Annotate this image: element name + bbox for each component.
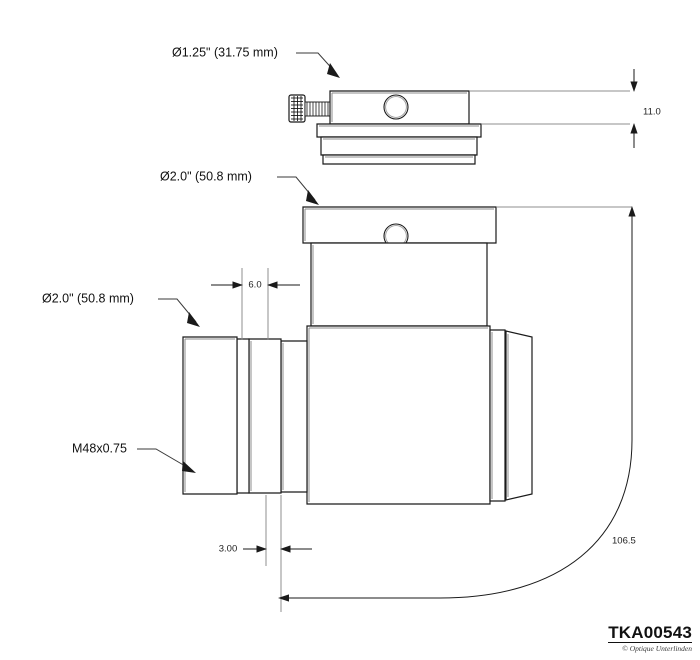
callout-label-eyepiece-barrel: Ø1.25" (31.75 mm) [172, 45, 278, 59]
title-block: TKA00543 © Optique Unterlinden [608, 624, 692, 653]
dimension-labels: 11.0 6.0 3.00 106.5 [219, 107, 661, 555]
view-eyepiece-holder [288, 90, 482, 165]
dimension-label-6-0: 6.0 [248, 280, 261, 291]
diagonal-rear-collar [489, 329, 506, 502]
nosepiece-thread-section [248, 338, 282, 494]
setscrew-hole-top-view [383, 94, 409, 120]
leader-nosepiece-barrel [158, 298, 200, 327]
dimension-3-00 [243, 495, 312, 612]
leader-diagonal-top-flange [277, 176, 319, 205]
nosepiece-shoulder [280, 340, 308, 493]
dimension-106-5 [278, 206, 636, 602]
view-star-diagonal-assembly [182, 206, 533, 505]
nosepiece-step-ring [236, 338, 250, 494]
eyepiece-holder-barrel [320, 136, 478, 156]
dimension-label-3-00: 3.00 [219, 544, 238, 555]
eyepiece-holder-flange [316, 123, 482, 138]
leader-eyepiece-barrel [296, 52, 340, 78]
thumbscrew-shaft [304, 101, 331, 117]
callout-label-diagonal-top-flange: Ø2.0" (50.8 mm) [160, 169, 252, 183]
callout-label-thread: M48x0.75 [72, 441, 127, 455]
part-number: TKA00543 [608, 622, 692, 643]
dimension-6-0 [211, 268, 300, 340]
leader-thread [137, 448, 196, 473]
eyepiece-holder-bottom-lip [322, 154, 476, 165]
thumbscrew-knurled-head [288, 94, 306, 123]
dimension-11-0 [470, 69, 638, 148]
diagonal-housing-body [306, 325, 491, 505]
callout-leaders [137, 52, 340, 473]
dimension-label-106-5: 106.5 [612, 536, 636, 547]
callout-label-nosepiece-barrel: Ø2.0" (50.8 mm) [42, 291, 134, 305]
callout-labels: Ø1.25" (31.75 mm) Ø2.0" (50.8 mm) Ø2.0" … [42, 45, 278, 455]
diagonal-vertical-barrel [310, 242, 488, 327]
copyright-notice: © Optique Unterlinden [622, 643, 692, 653]
dimension-label-11-0: 11.0 [643, 107, 661, 118]
diagonal-rear-endcap [505, 330, 533, 501]
